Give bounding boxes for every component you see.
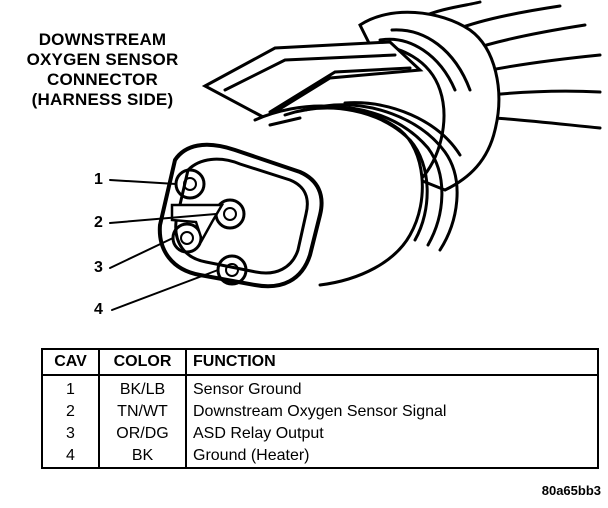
table-cell: Sensor Ground [193, 381, 302, 398]
color-header: COLOR [100, 350, 185, 376]
cavity-label-1: 1 [94, 171, 103, 188]
table-cell: BK/LB [119, 381, 166, 398]
table-cell: 3 [66, 425, 75, 442]
table-cell: 4 [66, 447, 75, 464]
table-cell: BK [131, 447, 154, 464]
cavity-label-2: 2 [94, 214, 103, 231]
cavity-label-3: 3 [94, 259, 103, 276]
figure-code: 80a65bb3 [541, 483, 601, 498]
connector-face [157, 142, 324, 289]
title-line: DOWNSTREAM [38, 30, 167, 49]
leader-lines [109, 179, 219, 311]
table-cell: 1 [66, 381, 75, 398]
table-cell: Downstream Oxygen Sensor Signal [193, 403, 447, 420]
title-line: (HARNESS SIDE) [31, 90, 174, 109]
color-column: COLOR BK/LB TN/WT OR/DG BK [100, 350, 187, 467]
title-line: OXYGEN SENSOR [26, 50, 179, 69]
pinout-table: CAV 1 2 3 4 COLOR BK/LB TN/WT OR/DG BK F… [41, 348, 599, 469]
table-cell: Ground (Heater) [193, 447, 310, 464]
cav-column: CAV 1 2 3 4 [43, 350, 100, 467]
cavity-label-4: 4 [94, 301, 103, 318]
table-cell: OR/DG [116, 425, 169, 442]
table-cell: TN/WT [117, 403, 168, 420]
title-line: CONNECTOR [46, 70, 159, 89]
connector-rear-housing [358, 10, 501, 192]
function-column: FUNCTION Sensor Ground Downstream Oxygen… [187, 350, 597, 467]
cav-header: CAV [43, 350, 98, 376]
table-cell: 2 [66, 403, 75, 420]
table-cell: ASD Relay Output [193, 425, 324, 442]
connector-body [253, 101, 462, 287]
diagram-title: DOWNSTREAM OXYGEN SENSOR CONNECTOR (HARN… [0, 30, 205, 110]
function-header: FUNCTION [187, 350, 597, 376]
